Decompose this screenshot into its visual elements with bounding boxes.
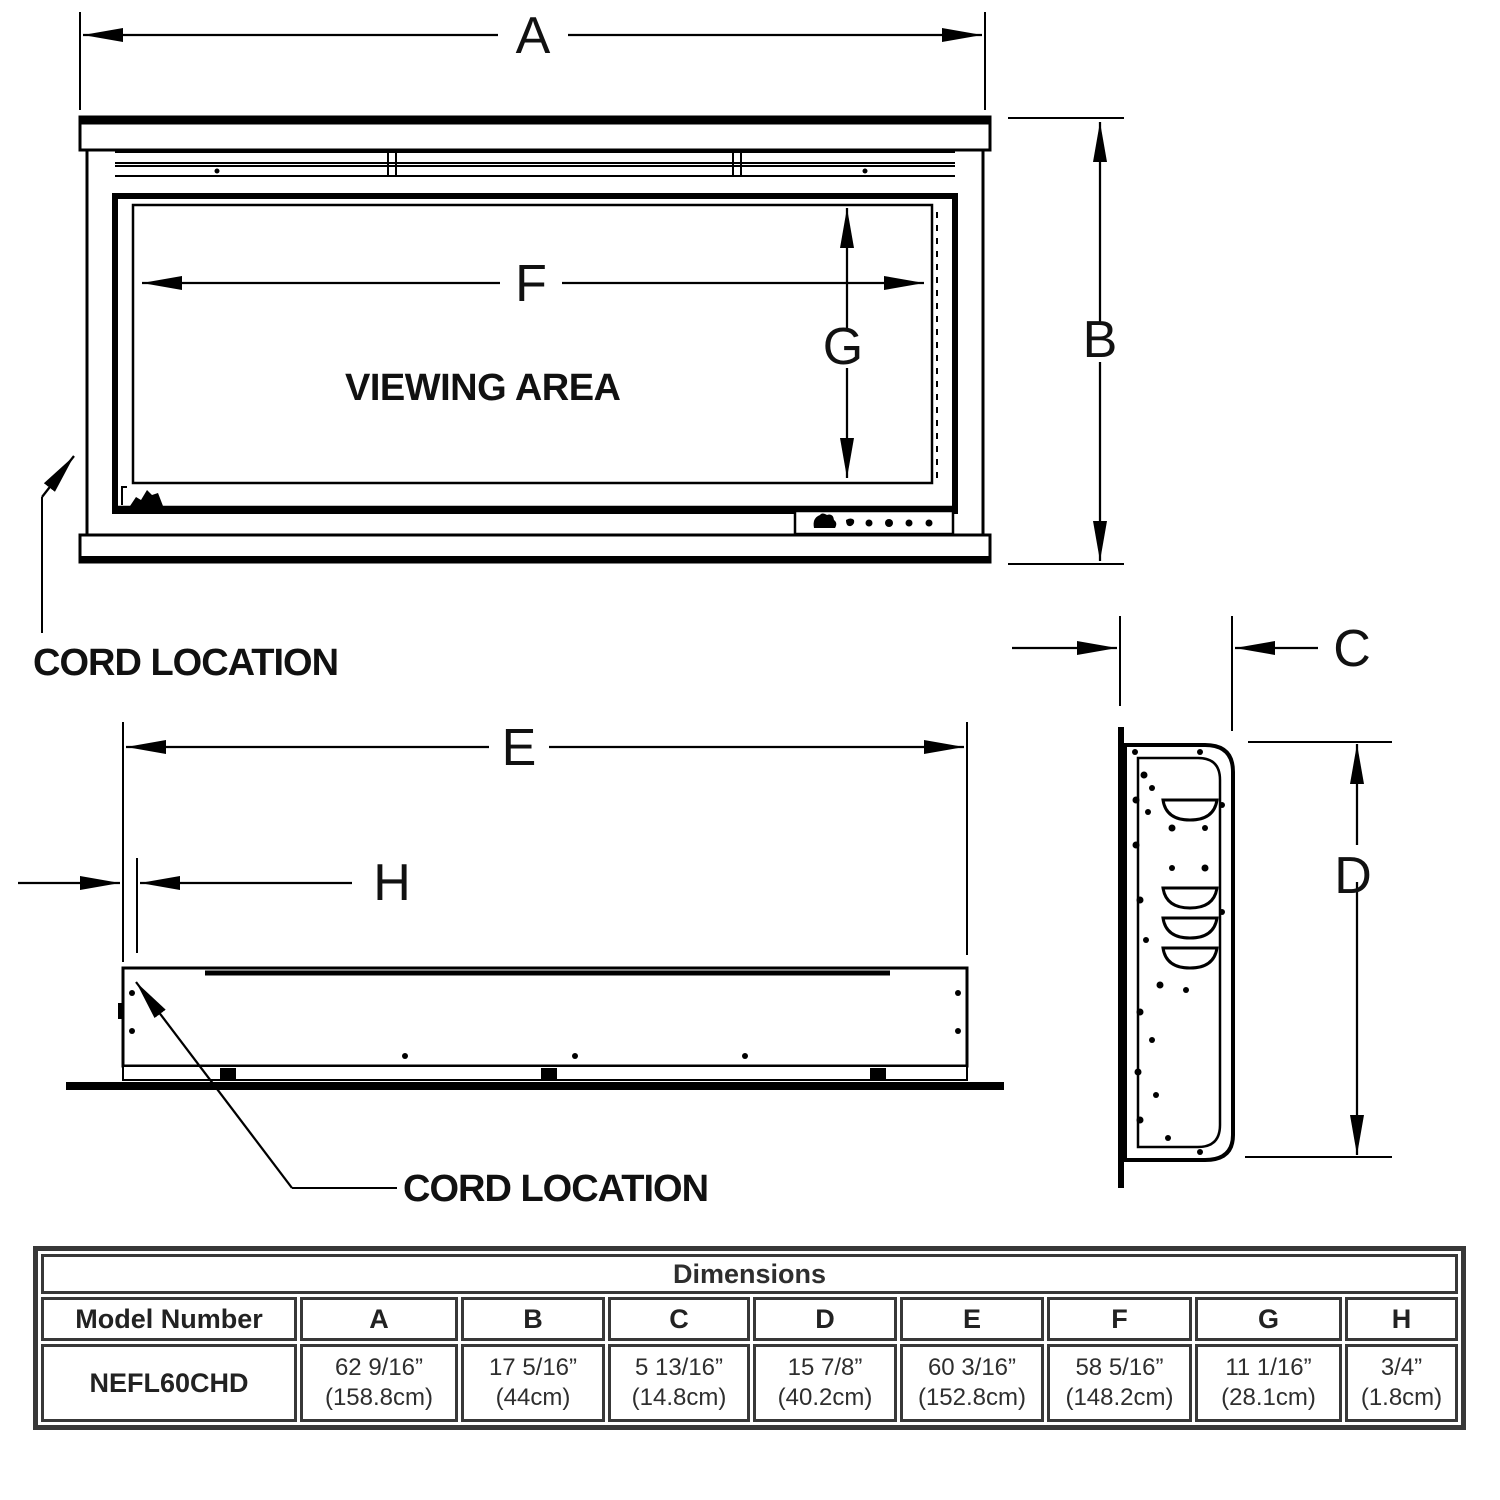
cell-dim-a: 62 9/16” (158.8cm) (300, 1344, 458, 1422)
col-header-h: H (1345, 1297, 1458, 1341)
table-header-row: Model Number A B C D E F G H (41, 1297, 1458, 1341)
dim-h-label: H (373, 854, 411, 912)
viewing-area (131, 203, 934, 485)
bottom-view-body (121, 966, 969, 1068)
cell-dim-d: 15 7/8” (40.2cm) (753, 1344, 897, 1422)
col-header-g: G (1195, 1297, 1342, 1341)
value-inches: 17 5/16” (488, 1354, 578, 1381)
cell-dim-e: 60 3/16” (152.8cm) (900, 1344, 1044, 1422)
side-view-screws (1132, 749, 1225, 1155)
value-cm: (152.8cm) (917, 1384, 1027, 1411)
col-header-c: C (608, 1297, 750, 1341)
dimensions-table: Dimensions Model Number A B C D E F G H … (33, 1246, 1466, 1430)
table-row: NEFL60CHD 62 9/16” (158.8cm) 17 5/16” (4… (41, 1344, 1458, 1422)
dim-f-label: F (515, 255, 547, 313)
brand-logo-icon (130, 490, 163, 506)
logo-bracket (121, 486, 127, 505)
bottom-view-screws (118, 990, 961, 1059)
front-view (41, 12, 1124, 633)
value-inches: 3/4” (1380, 1354, 1423, 1381)
dim-b-label: B (1083, 311, 1118, 369)
value-inches: 5 13/16” (634, 1354, 724, 1381)
cell-dim-b: 17 5/16” (44cm) (461, 1344, 605, 1422)
value-cm: (28.1cm) (1221, 1384, 1316, 1411)
drawing-svg: A F G B VIEWING AREA CORD LOCATION E H C… (18, 7, 1392, 1210)
vent-screw-icon (862, 168, 868, 174)
vent-screw-icon (214, 168, 220, 174)
dim-d-label: D (1334, 847, 1372, 905)
front-top-vents (115, 150, 955, 177)
side-view-louvers (1161, 798, 1219, 970)
control-buttons-icon (813, 513, 933, 528)
cord-leader-arrow (41, 455, 75, 498)
col-header-d: D (753, 1297, 897, 1341)
cord-location-label-bottom: CORD LOCATION (403, 1168, 708, 1210)
value-inches: 62 9/16” (334, 1354, 424, 1381)
dim-c-label: C (1333, 620, 1371, 678)
col-header-model: Model Number (41, 1297, 297, 1341)
cell-dim-f: 58 5/16” (148.2cm) (1047, 1344, 1192, 1422)
dim-a-label: A (516, 7, 551, 65)
value-cm: (40.2cm) (777, 1384, 873, 1411)
cell-dim-h: 3/4” (1.8cm) (1345, 1344, 1458, 1422)
col-header-f: F (1047, 1297, 1192, 1341)
value-inches: 11 1/16” (1225, 1354, 1312, 1381)
value-cm: (158.8cm) (324, 1384, 434, 1411)
bottom-view (18, 722, 1004, 1189)
value-cm: (1.8cm) (1360, 1384, 1443, 1411)
cord-location-label-front: CORD LOCATION (33, 642, 338, 684)
value-cm: (148.2cm) (1065, 1384, 1174, 1411)
front-glass-frame (112, 193, 958, 514)
value-inches: 58 5/16” (1075, 1354, 1164, 1381)
value-cm: (44cm) (495, 1384, 571, 1411)
col-header-e: E (900, 1297, 1044, 1341)
bottom-view-feet (220, 1068, 886, 1080)
col-header-b: B (461, 1297, 605, 1341)
value-inches: 60 3/16” (927, 1354, 1017, 1381)
dim-e-label: E (502, 719, 537, 777)
value-inches: 15 7/8” (787, 1354, 863, 1381)
cell-dim-g: 11 1/16” (28.1cm) (1195, 1344, 1342, 1422)
dim-g-label: G (823, 318, 863, 376)
side-view-inner (1136, 756, 1222, 1149)
table-title: Dimensions (41, 1254, 1458, 1294)
cord-notch (118, 1003, 124, 1019)
col-header-a: A (300, 1297, 458, 1341)
viewing-area-label: VIEWING AREA (345, 367, 621, 409)
cord-leader-diagonal (135, 981, 293, 1189)
side-view (1012, 616, 1392, 1188)
cell-dim-c: 5 13/16” (14.8cm) (608, 1344, 750, 1422)
value-cm: (14.8cm) (631, 1384, 727, 1411)
cell-model-number: NEFL60CHD (41, 1344, 297, 1422)
